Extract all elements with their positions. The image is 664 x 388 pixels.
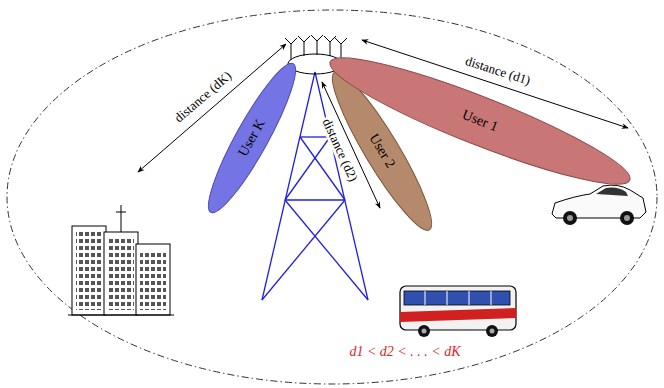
distance-order: d1 < d2 < . . . < dK (347, 344, 462, 359)
distance-label: distance (dK) (170, 67, 236, 127)
coverage-area (7, 10, 657, 384)
building (68, 205, 174, 315)
car (552, 185, 646, 225)
bus (400, 286, 516, 337)
distance-label: distance (d1) (462, 53, 534, 89)
